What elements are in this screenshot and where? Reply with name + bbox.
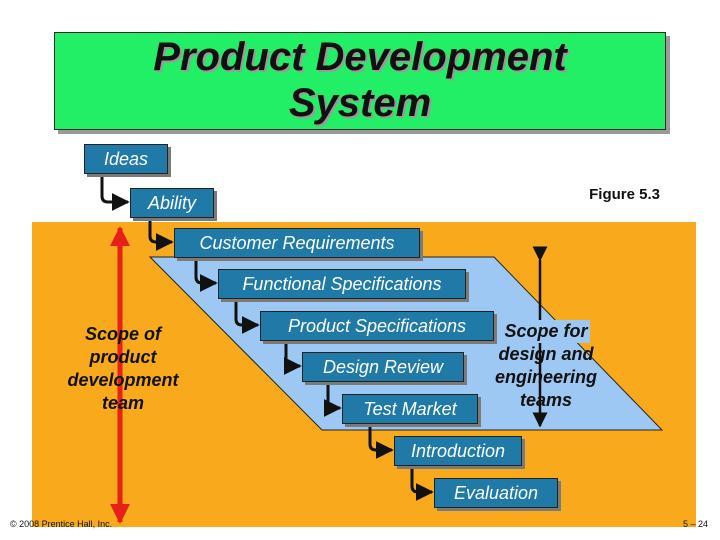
scope-of-product-development-team-label: Scope of product development team: [48, 323, 198, 415]
stage-customer-requirements: Customer Requirements: [174, 228, 420, 258]
copyright-footer: © 2008 Prentice Hall, Inc.: [10, 519, 113, 529]
page-number: 5 – 24: [682, 519, 708, 529]
stage-test-market: Test Market: [342, 394, 478, 424]
scope-team-line-4: team: [101, 393, 145, 413]
connector-design-test: [323, 380, 342, 417]
connector-customer-functional: [194, 255, 218, 292]
scope-design-line-2: design and: [498, 344, 594, 364]
connector-test-introduction: [368, 422, 394, 459]
stage-introduction: Introduction: [394, 436, 522, 466]
connector-introduction-evaluation: [410, 464, 434, 501]
stage-ideas: Ideas: [84, 144, 168, 174]
connector-functional-product: [234, 297, 260, 334]
page-title: Product Development System: [0, 34, 720, 126]
scope-team-line-1: Scope of: [84, 324, 161, 344]
figure-label: Figure 5.3: [589, 186, 660, 203]
stage-functional-specifications: Functional Specifications: [218, 269, 466, 299]
scope-team-line-2: product: [89, 347, 157, 367]
connector-product-design: [283, 339, 302, 375]
stage-product-specifications: Product Specifications: [260, 311, 494, 341]
stage-evaluation: Evaluation: [434, 478, 558, 508]
connector-ideas-ability: [100, 172, 130, 211]
scope-for-design-and-engineering-teams-label: Scope for design and engineering teams: [480, 320, 612, 412]
title-banner: [54, 32, 666, 130]
scope-design-line-4: teams: [519, 390, 573, 410]
connector-ability-customer: [148, 216, 174, 251]
title-line-2: System: [288, 81, 432, 125]
stage-ability: Ability: [130, 188, 214, 218]
title-line-1: Product Development: [153, 35, 567, 79]
scope-design-line-3: engineering: [494, 367, 597, 387]
stage-design-review: Design Review: [302, 352, 464, 382]
scope-team-line-3: development: [67, 370, 179, 390]
scope-design-line-1: Scope for: [502, 320, 590, 343]
